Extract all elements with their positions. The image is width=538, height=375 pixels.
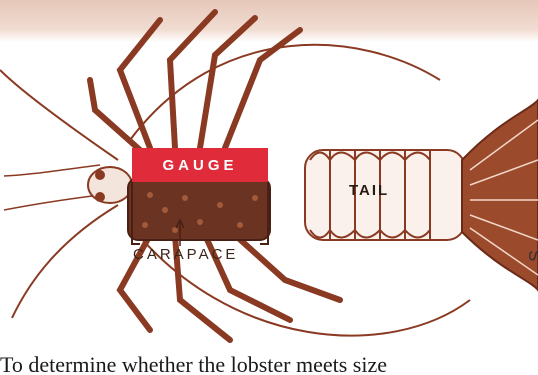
tail-label: TAIL (349, 182, 389, 199)
caption-text: To determine whether the lobster meets s… (0, 352, 538, 375)
antenna-lower-left (12, 205, 118, 318)
gauge-label: GAUGE (132, 148, 268, 182)
side-mark: S (526, 250, 538, 262)
legs-upper (90, 12, 300, 150)
carapace-shape (128, 178, 270, 240)
tail-shape (305, 100, 538, 290)
carapace-label: CARAPACE (133, 246, 238, 263)
head (88, 167, 132, 203)
